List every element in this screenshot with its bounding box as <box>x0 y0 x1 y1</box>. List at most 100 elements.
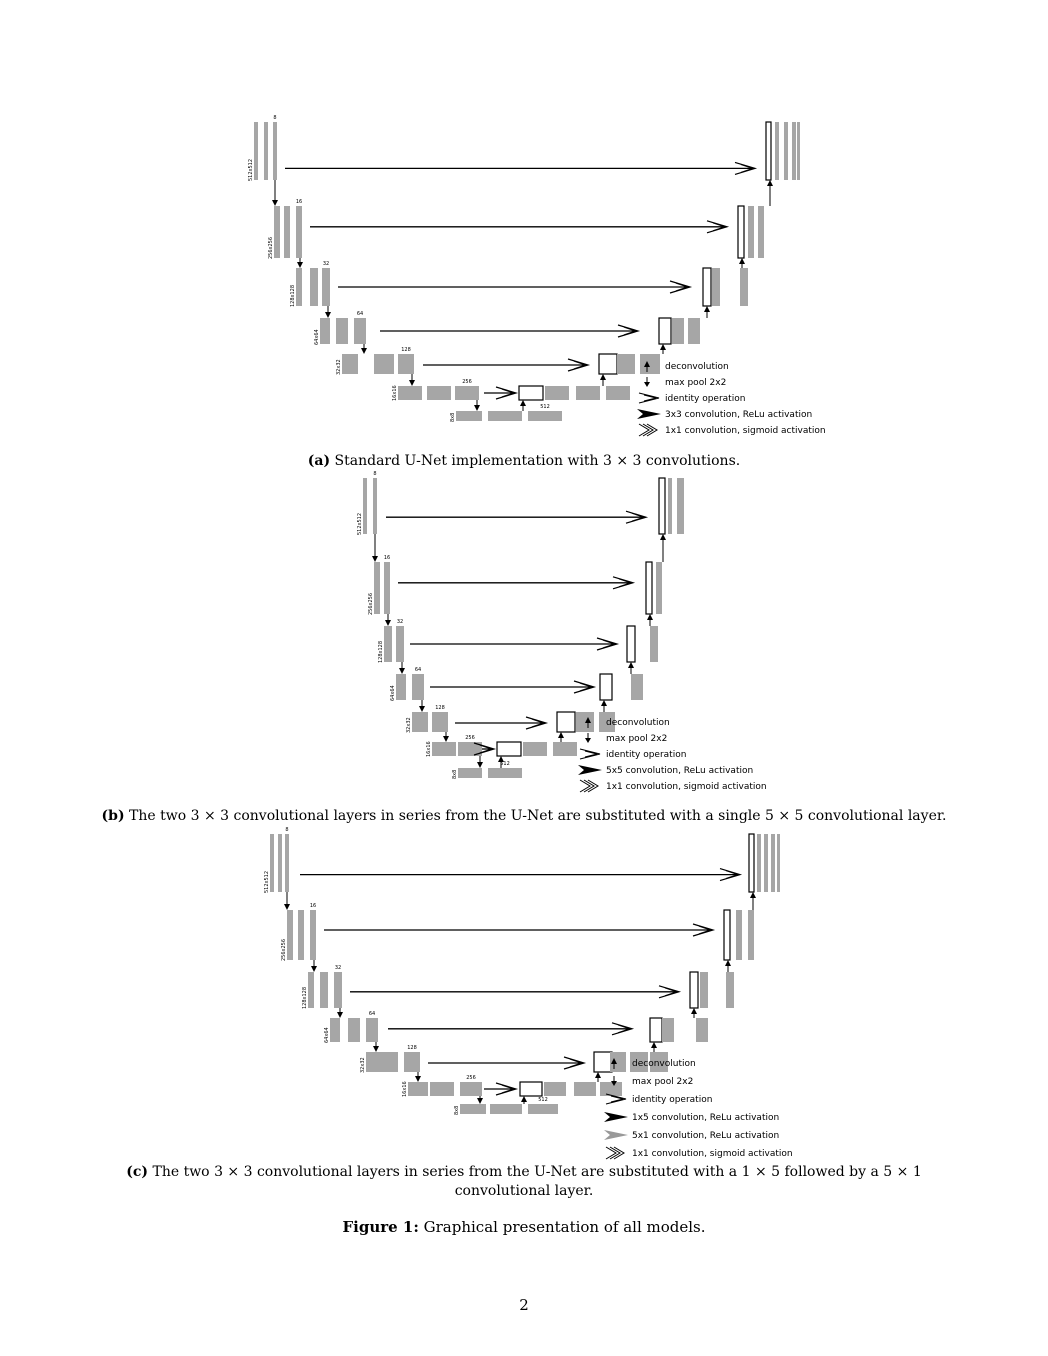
feature-map-block <box>363 478 367 534</box>
figure-main-caption-text: Graphical presentation of all models. <box>423 1218 706 1236</box>
feature-map-block <box>274 206 280 258</box>
concat-block <box>645 561 653 615</box>
feature-map-block <box>284 206 290 258</box>
max-pool-icon <box>399 668 405 674</box>
feature-map-block <box>726 972 734 1008</box>
identity-arrow-icon <box>669 280 693 294</box>
deconvolution-icon <box>691 1008 697 1014</box>
deconvolution-icon <box>611 1058 617 1064</box>
identity-arrow-icon <box>719 868 743 882</box>
feature-map-block <box>384 562 390 614</box>
deconvolution-icon <box>647 614 653 620</box>
dim-label: 32x32 <box>360 1057 366 1073</box>
legend-label: identity operation <box>665 394 745 404</box>
identity-arrow-icon <box>638 392 660 404</box>
concat-block <box>702 267 712 307</box>
channel-label: 128 <box>401 347 411 353</box>
concat-block <box>519 1081 543 1097</box>
feature-map-block <box>688 318 700 344</box>
dim-label: 64x64 <box>324 1027 330 1043</box>
feature-map-block <box>398 354 414 374</box>
identity-arrow-icon <box>495 1082 519 1096</box>
caption-b: (b) The two 3 × 3 convolutional layers i… <box>0 807 1048 826</box>
feature-map-block <box>523 742 547 756</box>
dim-label: 16x16 <box>402 1081 408 1097</box>
feature-map-block <box>412 674 424 700</box>
feature-map-block <box>662 1018 674 1042</box>
feature-map-block <box>736 910 742 960</box>
feature-map-block <box>650 626 658 662</box>
dim-label: 16x16 <box>392 385 398 401</box>
feature-map-block <box>432 742 456 756</box>
channel-label: 32 <box>335 965 341 971</box>
caption-a: (a) Standard U-Net implementation with 3… <box>0 452 1048 471</box>
feature-map-block <box>606 386 630 400</box>
caption-b-text: The two 3 × 3 convolutional layers in se… <box>129 808 947 824</box>
legend-label: 5x5 convolution, ReLu activation <box>606 766 753 776</box>
triple-arrow-icon <box>638 423 658 437</box>
dim-label: 8x8 <box>452 770 458 779</box>
feature-map-block <box>384 626 392 662</box>
caption-c: (c) The two 3 × 3 convolutional layers i… <box>0 1163 1048 1201</box>
max-pool-icon <box>409 380 415 386</box>
deconvolution-icon <box>750 892 756 898</box>
feature-map-block <box>488 411 522 421</box>
concat-block <box>599 673 613 701</box>
feature-map-block <box>748 206 754 258</box>
identity-arrow-icon <box>611 1022 635 1036</box>
deconvolution-icon <box>651 1042 657 1048</box>
figure-main-caption: Figure 1: Graphical presentation of all … <box>0 1218 1048 1236</box>
dim-label: 8x8 <box>450 413 456 422</box>
feature-map-block <box>784 122 788 180</box>
feature-map-block <box>700 972 708 1008</box>
feature-map-block <box>298 910 304 960</box>
max-pool-icon <box>419 706 425 712</box>
feature-map-block <box>320 318 330 344</box>
dim-label: 128x128 <box>378 641 384 663</box>
legend-label: 3x3 convolution, ReLu activation <box>665 410 812 420</box>
max-pool-icon <box>644 382 650 387</box>
dim-label: 512x512 <box>248 159 254 181</box>
channel-label: 256 <box>466 1075 476 1081</box>
identity-arrow-icon <box>617 324 641 338</box>
feature-map-block <box>310 268 318 306</box>
feature-map-block <box>668 478 672 534</box>
feature-map-block <box>398 386 422 400</box>
dim-label: 256x256 <box>281 939 287 961</box>
feature-map-block <box>455 386 479 400</box>
feature-map-block <box>396 626 404 662</box>
channel-label: 128 <box>407 1045 417 1051</box>
max-pool-icon <box>611 1081 617 1086</box>
legend-label: identity operation <box>632 1095 712 1105</box>
caption-b-label: (b) <box>101 808 125 824</box>
max-pool-icon <box>474 405 480 411</box>
feature-map-block <box>404 1052 420 1072</box>
feature-map-block <box>757 834 761 892</box>
feature-map-block <box>528 1104 558 1114</box>
feature-map-block <box>456 411 482 421</box>
identity-arrow-icon <box>579 748 601 760</box>
channel-label: 512 <box>538 1097 548 1103</box>
identity-arrow-icon <box>734 161 758 175</box>
legend-label: deconvolution <box>606 718 670 728</box>
identity-arrow-icon <box>525 716 549 730</box>
concat-block <box>593 1051 613 1073</box>
deconvolution-icon <box>628 662 634 668</box>
feature-map-block <box>764 834 768 892</box>
channel-label: 256 <box>465 735 475 741</box>
feature-map-block <box>320 972 328 1008</box>
feature-map-block <box>374 562 380 614</box>
feature-map-block <box>740 268 748 306</box>
deconvolution-icon <box>520 400 526 406</box>
feature-map-block <box>777 834 780 892</box>
black-arrow-icon <box>604 1112 628 1122</box>
feature-map-block <box>460 1082 482 1096</box>
max-pool-icon <box>372 556 378 562</box>
channel-label: 128 <box>435 705 445 711</box>
legend-label: 1x5 convolution, ReLu activation <box>632 1113 779 1123</box>
deconvolution-icon <box>704 306 710 312</box>
black-arrow-icon <box>578 765 602 775</box>
deconvolution-icon <box>498 756 504 762</box>
feature-map-block <box>650 1052 668 1072</box>
